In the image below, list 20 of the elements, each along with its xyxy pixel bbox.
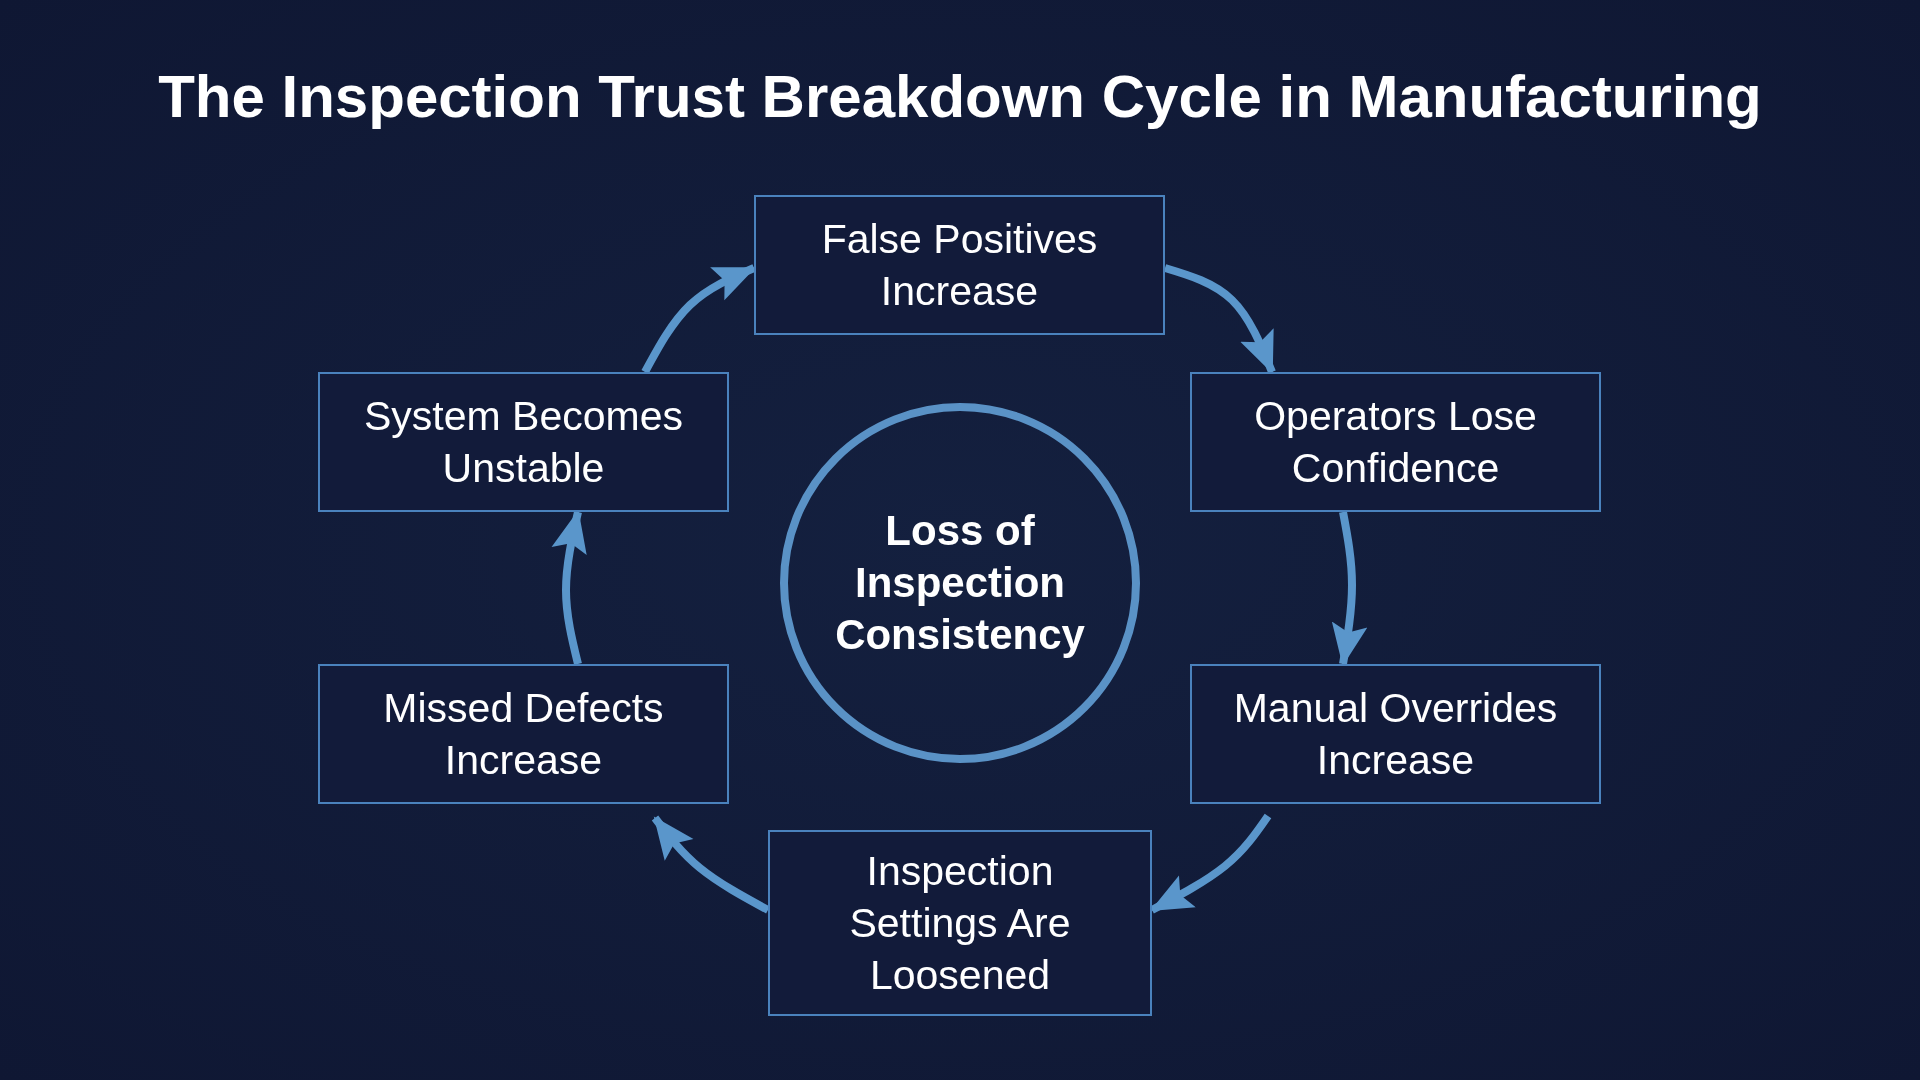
cycle-arrow — [651, 815, 770, 914]
process-box — [754, 195, 1165, 335]
node-label: Missed Defects Increase — [382, 684, 665, 785]
cycle-arrow — [551, 510, 587, 665]
cycle-arrow — [1331, 511, 1368, 666]
cycle-arrow — [641, 264, 756, 374]
node-label: Inspection Settings Are Loosened — [848, 847, 1072, 1000]
node-label: Operators Lose Confidence — [1253, 392, 1538, 493]
cycle-arrow — [1163, 264, 1276, 374]
node-label: False Positives Increase — [820, 215, 1099, 316]
process-box — [768, 830, 1152, 1016]
node-label: Loss of Inspection Consistency — [834, 506, 1086, 660]
diagram-title: The Inspection Trust Breakdown Cycle in Manufacturing — [157, 62, 1763, 131]
process-box — [318, 372, 729, 512]
process-box — [1190, 664, 1601, 804]
center-circle — [780, 403, 1140, 763]
node-label: Manual Overrides Increase — [1232, 684, 1559, 785]
process-box — [318, 664, 729, 804]
process-box — [1190, 372, 1601, 512]
node-label: System Becomes Unstable — [363, 392, 684, 493]
